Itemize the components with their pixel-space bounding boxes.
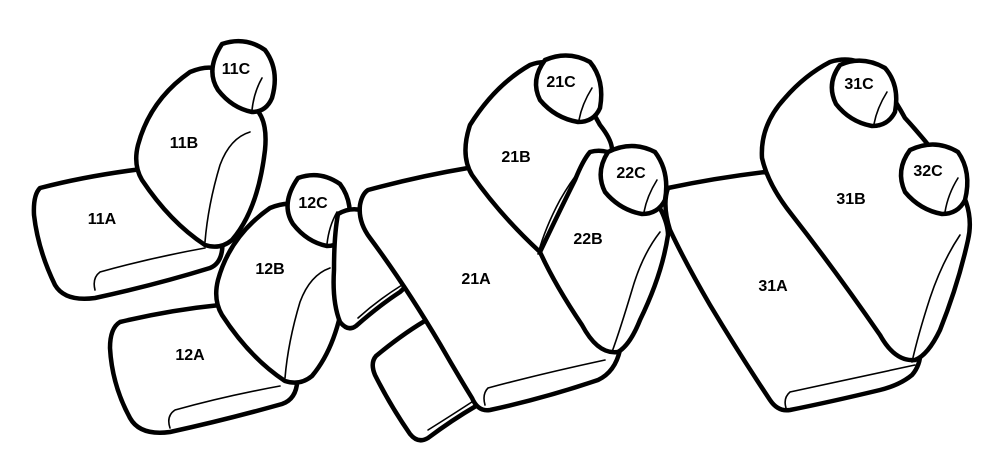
seat-11C-trim [251,77,263,111]
label-31C: 31C [844,76,874,93]
seat-32C-headrest [898,142,970,217]
label-21C: 21C [546,74,576,91]
seat-22B-trim [611,231,661,353]
seat-31B-trim [911,234,961,363]
seat-11C-headrest [210,38,278,115]
seat-32C-trim [944,177,959,213]
label-11A: 11A [88,211,117,228]
seat-31B-backrest [759,57,973,363]
label-11B: 11B [170,135,198,152]
label-12A: 12A [175,347,205,364]
label-21A: 21A [461,271,491,288]
label-12C: 12C [298,195,328,212]
seat-31A-trim [784,364,916,409]
seat-12: 12A 12B 12C [107,172,353,435]
seat-22C-headrest [598,143,669,217]
seat-12A-trim [168,385,281,429]
label-12B: 12B [255,261,284,278]
label-22B: 22B [573,231,602,248]
seat-21C-trim [578,87,593,121]
seat-11B-trim [204,131,251,243]
label-22C: 22C [616,165,646,182]
seat-12B-trim [284,267,331,379]
seat-11: 11A 11B 11C [31,38,278,301]
label-31A: 31A [758,278,788,295]
seat-21A-trim [483,359,606,406]
seat-11A-trim [93,247,206,291]
seat-22C-trim [643,179,658,213]
armrest-upper-trim [357,284,403,319]
label-31B: 31B [836,191,865,208]
label-11C: 11C [222,61,251,78]
seat-31C-trim [873,91,888,125]
label-21B: 21B [501,149,530,166]
seat-31C-headrest [829,58,899,129]
seat-31-32: 31A 31B 31C 32C [663,57,973,413]
label-32C: 32C [913,163,943,180]
seat-21-22: 21A 21B 21C 22B 22C [331,53,671,443]
seat-21C-headrest [533,53,604,125]
